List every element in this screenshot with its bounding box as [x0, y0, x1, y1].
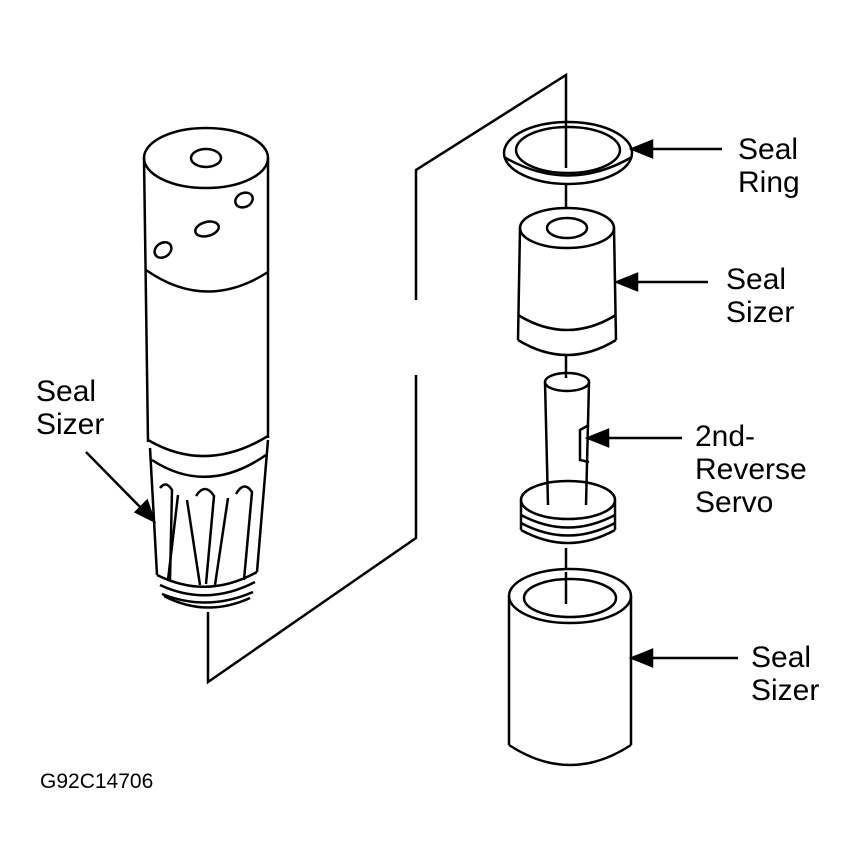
installer-top-face — [142, 126, 270, 190]
cone-seal-sizer-label-line-1: Seal — [726, 263, 787, 296]
installer-finger-2 — [194, 487, 216, 585]
cup-rim-inner — [522, 577, 618, 619]
servo-label: 2nd- Reverse Servo — [695, 420, 807, 519]
installer-tip-right-edge — [255, 439, 270, 573]
seal-ring-thickness — [503, 155, 633, 177]
servo-stem-hole — [563, 402, 573, 412]
installer-finger-6 — [166, 494, 180, 581]
seal-ring-label-line-2: Ring — [738, 166, 800, 199]
left-seal-sizer-label: Seal Sizer — [36, 375, 104, 441]
seal-ring-inner — [514, 125, 622, 175]
leader-lower — [206, 375, 418, 685]
servo-piston — [519, 371, 617, 570]
installer-center-bore — [189, 147, 223, 169]
servo-piston-bottom — [520, 528, 616, 545]
figure-code: G92C14706 — [40, 770, 154, 793]
installer-tip-left-edge — [148, 447, 159, 576]
installer-lower-seam — [147, 434, 269, 458]
servo-groove-2 — [520, 521, 616, 537]
installer-upper-seam — [145, 268, 269, 293]
cone-seal-sizer-label: Seal Sizer — [726, 263, 794, 329]
cone-bore — [545, 216, 589, 240]
installer-groove-2 — [159, 580, 256, 597]
arrow-left-sizer-head — [133, 498, 157, 524]
cup-rim-outer — [507, 567, 633, 625]
left-seal-sizer-label-line-2: Sizer — [36, 408, 105, 441]
seal-ring-label: Seal Ring — [738, 133, 800, 199]
arrow-seal-ring-head — [628, 139, 654, 159]
cone-seal-sizer — [516, 184, 618, 378]
installer-port-1 — [234, 191, 254, 209]
servo-label-line-1: 2nd- — [695, 420, 756, 453]
cone-seal-sizer-label-line-2: Sizer — [726, 296, 795, 329]
cone-right-edge — [612, 227, 618, 341]
servo-groove-1 — [520, 513, 616, 529]
servo-stem-right — [584, 381, 591, 506]
arrow-servo-head — [584, 428, 610, 448]
cone-band — [517, 313, 617, 332]
servo-label-line-3: Servo — [695, 486, 774, 519]
installer-tip-collar — [151, 453, 267, 478]
arrow-cone-sizer-head — [613, 272, 639, 292]
cup-seal-sizer-label: Seal Sizer — [751, 641, 819, 707]
installer-port-3 — [153, 241, 173, 259]
installer-finger-1 — [159, 483, 174, 581]
leader-upper — [414, 72, 568, 300]
installer-finger-3 — [234, 485, 254, 581]
installer-bottom — [163, 594, 251, 609]
arrow-cup-sizer-head — [628, 648, 654, 668]
callout-arrows — [85, 139, 738, 668]
installer-groove-3 — [161, 590, 254, 604]
cone-top — [518, 206, 616, 250]
seal-ring-label-line-1: Seal — [738, 133, 799, 166]
cone-bottom — [517, 338, 617, 357]
installer-left-edge — [142, 157, 150, 443]
servo-stem-left — [543, 381, 550, 506]
cone-left-edge — [516, 227, 522, 341]
servo-piston-top — [519, 479, 617, 521]
cup-bottom — [508, 743, 632, 767]
installer-tool — [142, 126, 270, 609]
cup-seal-sizer — [507, 567, 633, 767]
servo-stem-notch — [578, 423, 590, 464]
seal-ring — [502, 120, 634, 186]
cup-seal-sizer-label-line-1: Seal — [751, 641, 812, 674]
servo-label-line-2: Reverse — [695, 453, 807, 486]
installer-groove-1 — [156, 570, 258, 589]
installer-finger-4 — [185, 499, 202, 586]
left-seal-sizer-label-line-1: Seal — [36, 375, 97, 408]
installer-finger-5 — [213, 497, 230, 586]
seal-ring-outer — [502, 120, 634, 186]
installer-port-2 — [194, 220, 220, 238]
arrow-left-sizer-shaft — [85, 451, 144, 511]
cup-seal-sizer-label-line-2: Sizer — [751, 674, 820, 707]
